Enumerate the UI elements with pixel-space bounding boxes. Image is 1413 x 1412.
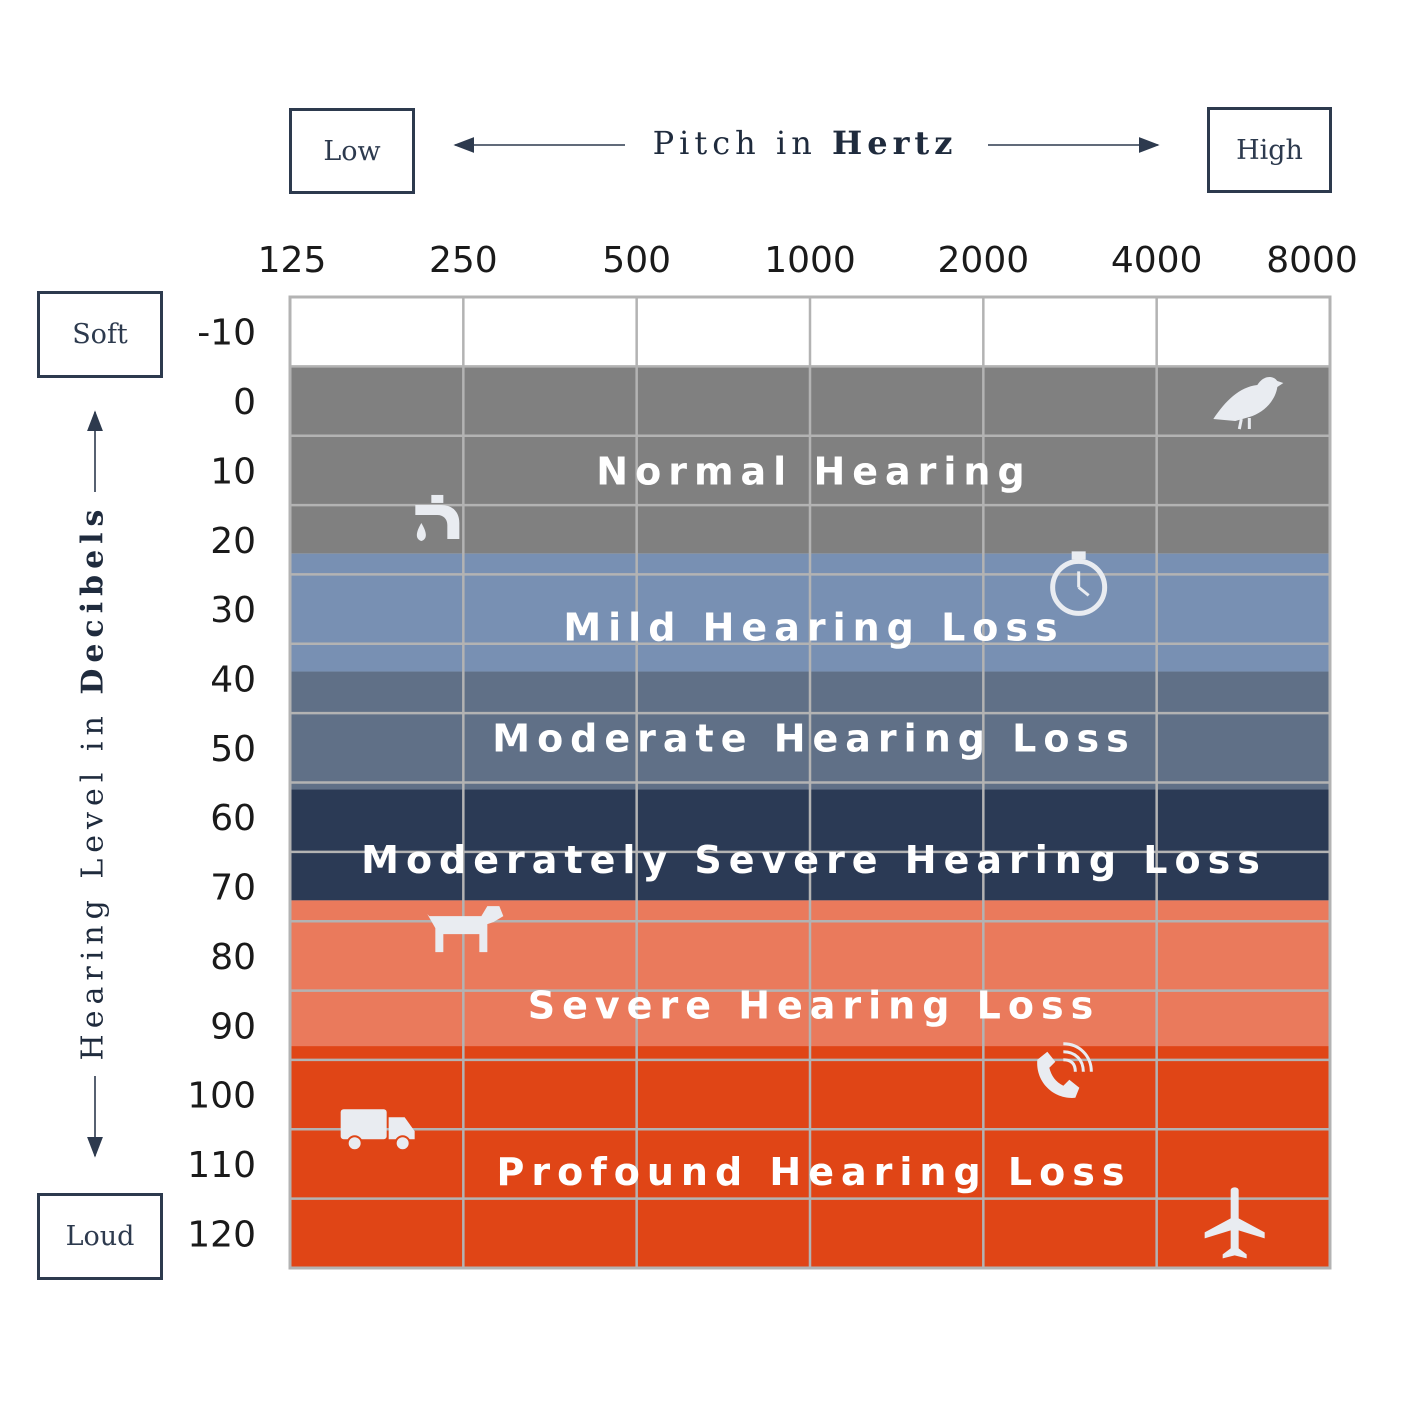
y-tick-label: 50 [210, 729, 256, 770]
y-tick-label: 120 [187, 1214, 256, 1255]
y-tick-label: 30 [210, 590, 256, 631]
y-tick-labels: -10 0 10 20 30 40 50 60 70 80 90 100 110 120 [187, 313, 256, 1256]
x-tick-labels: 125 250 500 1000 2000 4000 8000 [258, 240, 1358, 281]
band-label-moderate-hearing-loss: Moderate Hearing Loss [492, 716, 1135, 760]
x-tick-label: 1000 [764, 240, 856, 281]
y-tick-label: 10 [210, 451, 256, 492]
y-tick-label: 20 [210, 521, 256, 562]
x-title-part1: Pitch in [652, 124, 817, 162]
x-tick-label: 4000 [1111, 240, 1203, 281]
band-label-moderately-severe-hearing-loss: Moderately Severe Hearing Loss [361, 838, 1267, 882]
grid-layer [288, 295, 1332, 1270]
grid-border [288, 295, 1332, 1270]
low-pitch-box: Low [289, 108, 415, 194]
x-tick-label: 2000 [938, 240, 1030, 281]
y-tick-label: 40 [210, 659, 256, 700]
loud-level-box: Loud [37, 1193, 163, 1280]
loud-label: Loud [65, 1221, 135, 1252]
x-tick-label: 8000 [1266, 240, 1358, 281]
x-tick-label: 125 [258, 240, 327, 281]
sound-icons [340, 376, 1284, 1259]
y-tick-label: 110 [187, 1145, 256, 1186]
bird-icon [1213, 376, 1284, 430]
high-pitch-box: High [1207, 107, 1332, 193]
high-label: High [1236, 134, 1303, 166]
x-tick-label: 500 [602, 240, 671, 281]
band-label-normal-hearing: Normal Hearing [596, 449, 1031, 493]
soft-label: Soft [72, 319, 128, 350]
x-axis-title: Pitch in Hertz [630, 118, 980, 168]
dog-icon [427, 906, 504, 953]
y-tick-label: 100 [187, 1076, 256, 1117]
x-title-part2: Hertz [831, 124, 958, 162]
y-tick-label: 0 [233, 382, 256, 423]
y-tick-label: 60 [210, 798, 256, 839]
y-tick-label: 80 [210, 937, 256, 978]
airplane-icon [1204, 1187, 1265, 1259]
y-tick-label: -10 [197, 313, 256, 354]
band-label-mild-hearing-loss: Mild Hearing Loss [563, 605, 1064, 649]
x-tick-label: 250 [429, 240, 498, 281]
truck-icon [340, 1109, 415, 1152]
band-label-profound-hearing-loss: Profound Hearing Loss [497, 1150, 1132, 1194]
phone-icon [1037, 1042, 1093, 1098]
y-tick-label: 70 [210, 868, 256, 909]
y-tick-label: 90 [210, 1006, 256, 1047]
soft-level-box: Soft [37, 291, 163, 378]
low-label: Low [323, 135, 381, 167]
stopwatch-icon [1050, 551, 1108, 616]
band-label-severe-hearing-loss: Severe Hearing Loss [528, 983, 1100, 1027]
faucet-icon [415, 494, 460, 541]
